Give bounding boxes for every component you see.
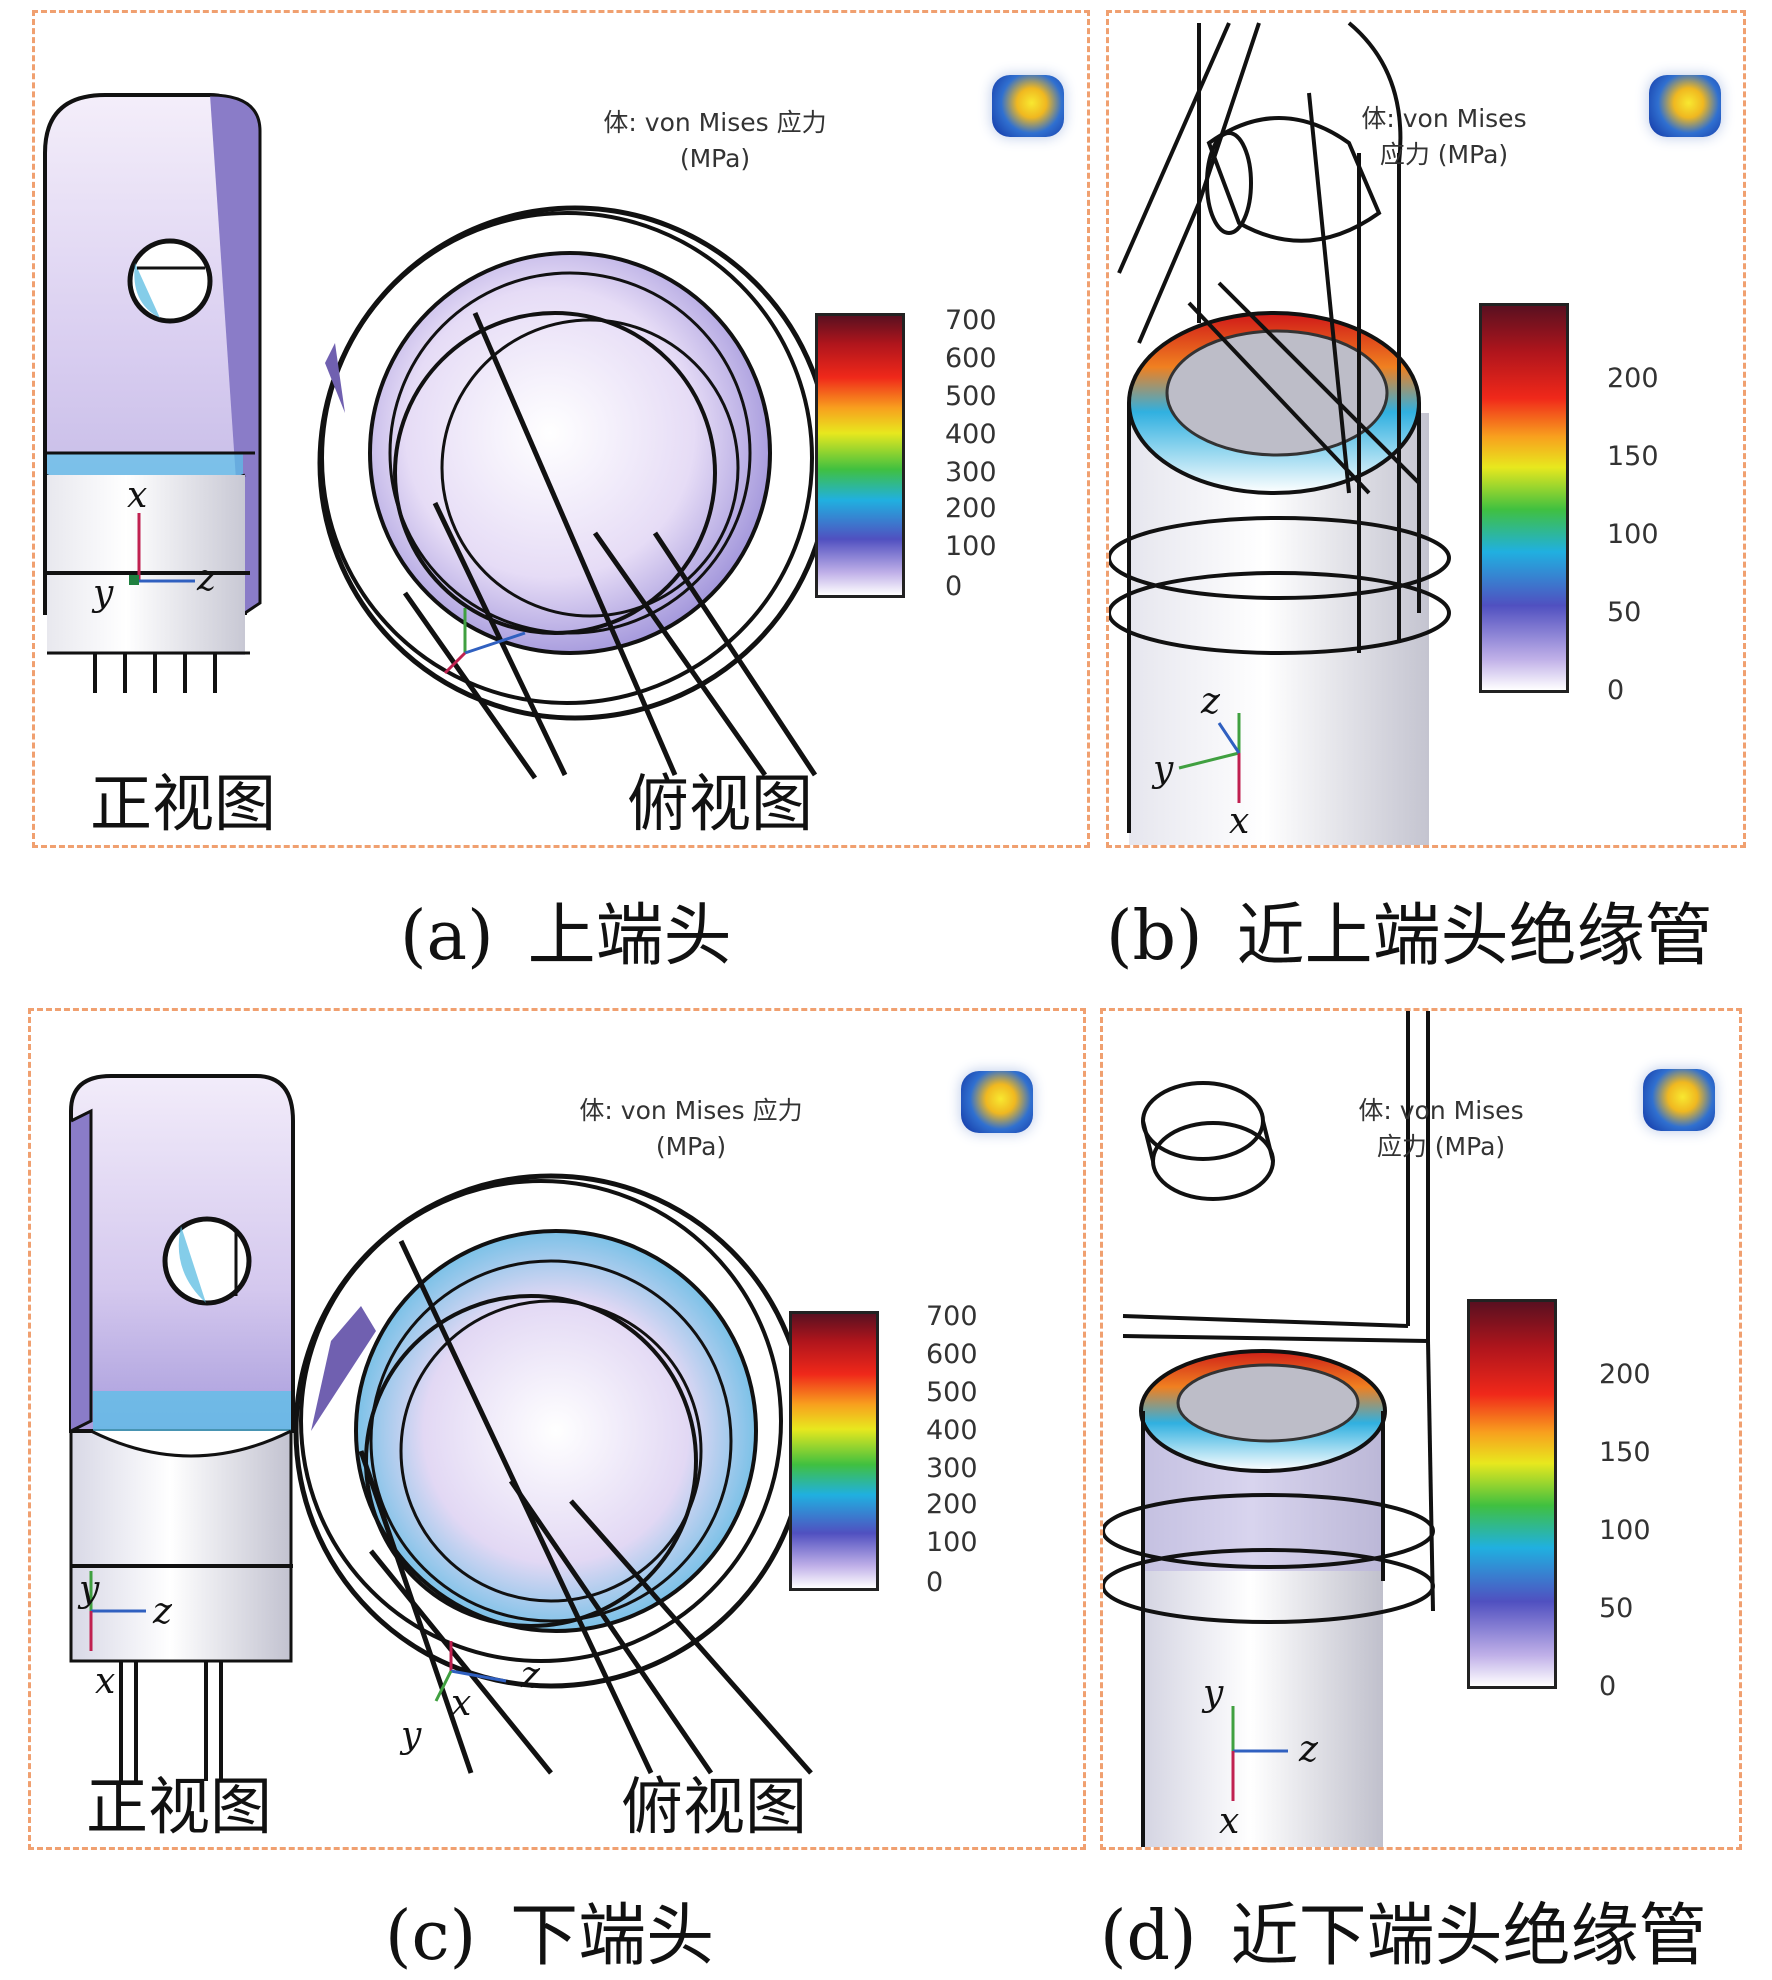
legend-title-text: 体: von Mises 应力 bbox=[603, 108, 827, 137]
axis-z-label: z bbox=[521, 1655, 540, 1696]
colorbar bbox=[789, 1311, 879, 1591]
axis-x-label: x bbox=[1229, 801, 1250, 842]
front-view-model bbox=[43, 93, 262, 693]
tick-label: 100 bbox=[1607, 519, 1659, 550]
tick-label: 600 bbox=[926, 1339, 978, 1370]
tick-label: 50 bbox=[1599, 1593, 1634, 1624]
front-view-label: 正视图 bbox=[86, 1770, 273, 1843]
tick-label: 500 bbox=[926, 1377, 978, 1408]
caption-d: (d) 近下端头绝缘管 bbox=[1100, 1880, 1707, 1979]
tick-label: 700 bbox=[926, 1301, 978, 1332]
panel-b-drawing bbox=[1109, 21, 1451, 845]
tick-label: 200 bbox=[1607, 363, 1659, 394]
tick-label: 0 bbox=[926, 1567, 944, 1598]
colorbar bbox=[815, 313, 905, 598]
top-view-label: 俯视图 bbox=[627, 767, 814, 840]
caption-text: 近下端头绝缘管 bbox=[1230, 1897, 1707, 1976]
axis-x-label: x bbox=[127, 475, 148, 516]
legend-title: 体: von Mises 应力 (MPa) bbox=[1311, 1093, 1571, 1165]
tick-label: 400 bbox=[926, 1415, 978, 1446]
axis-x-label: x bbox=[451, 1683, 472, 1724]
legend-title-text: 体: von Mises bbox=[1361, 104, 1527, 133]
tick-label: 200 bbox=[945, 493, 997, 524]
tick-label: 0 bbox=[945, 571, 963, 602]
legend-title: 体: von Mises 应力 (MPa) bbox=[541, 1093, 841, 1165]
top-view-label: 俯视图 bbox=[621, 1770, 808, 1843]
tick-label: 300 bbox=[945, 457, 997, 488]
axis-z-label: z bbox=[1299, 1729, 1318, 1770]
tick-label: 100 bbox=[945, 531, 997, 562]
tick-label: 100 bbox=[1599, 1515, 1651, 1546]
front-view-label: 正视图 bbox=[90, 767, 277, 840]
legend-title: 体: von Mises 应力 (MPa) bbox=[565, 105, 865, 177]
axis-z-label: z bbox=[197, 558, 216, 599]
colorbar bbox=[1479, 303, 1569, 693]
comsol-logo-icon bbox=[961, 1071, 1033, 1133]
caption-text: 近上端头绝缘管 bbox=[1236, 897, 1713, 976]
tick-label: 150 bbox=[1607, 441, 1659, 472]
caption-text: 下端头 bbox=[510, 1897, 715, 1976]
legend-title-text: 体: von Mises 应力 bbox=[579, 1096, 803, 1125]
caption-text: 上端头 bbox=[527, 897, 732, 976]
panel-c-drawing bbox=[69, 1074, 813, 1781]
front-view-model bbox=[69, 1074, 295, 1781]
caption-label: (c) bbox=[385, 1897, 477, 1976]
axis-z-label: z bbox=[1201, 681, 1220, 722]
top-view-model bbox=[293, 1173, 813, 1775]
comsol-logo-icon bbox=[1649, 75, 1721, 137]
caption-label: (d) bbox=[1100, 1897, 1197, 1976]
tick-label: 200 bbox=[1599, 1359, 1651, 1390]
axis-x-label: x bbox=[95, 1661, 116, 1702]
caption-a: (a) 上端头 bbox=[400, 880, 732, 979]
colorbar bbox=[1467, 1299, 1557, 1689]
tick-label: 0 bbox=[1599, 1671, 1617, 1702]
panel-b: 体: von Mises 应力 (MPa) 200 150 100 50 0 z… bbox=[1106, 10, 1746, 848]
tick-label: 150 bbox=[1599, 1437, 1651, 1468]
tick-label: 50 bbox=[1607, 597, 1642, 628]
legend-unit-text: 应力 (MPa) bbox=[1376, 1132, 1506, 1161]
tick-label: 200 bbox=[926, 1489, 978, 1520]
caption-c: (c) 下端头 bbox=[385, 1880, 714, 1979]
tick-label: 500 bbox=[945, 381, 997, 412]
panel-c: 体: von Mises 应力 (MPa) 700 600 500 400 30… bbox=[28, 1008, 1086, 1850]
caption-label: (a) bbox=[400, 897, 494, 976]
legend-unit-text: (MPa) bbox=[679, 144, 751, 173]
panel-d-drawing bbox=[1103, 1011, 1435, 1847]
comsol-logo-icon bbox=[992, 75, 1064, 137]
legend-unit-text: (MPa) bbox=[655, 1132, 727, 1161]
axis-y-label: y bbox=[1203, 1673, 1224, 1714]
legend-title: 体: von Mises 应力 (MPa) bbox=[1314, 101, 1574, 173]
axis-y-label: y bbox=[401, 1715, 422, 1756]
axis-y-label: y bbox=[79, 1569, 100, 1610]
tick-label: 100 bbox=[926, 1527, 978, 1558]
tick-label: 600 bbox=[945, 343, 997, 374]
panel-a-drawing bbox=[43, 93, 833, 780]
panel-d: 体: von Mises 应力 (MPa) 200 150 100 50 0 y… bbox=[1100, 1008, 1742, 1850]
caption-b: (b) 近上端头绝缘管 bbox=[1106, 880, 1713, 979]
tick-label: 400 bbox=[945, 419, 997, 450]
panel-a: 体: von Mises 应力 (MPa) 700 600 500 400 30… bbox=[32, 10, 1090, 848]
legend-title-text: 体: von Mises bbox=[1358, 1096, 1524, 1125]
comsol-logo-icon bbox=[1643, 1069, 1715, 1131]
tick-label: 0 bbox=[1607, 675, 1625, 706]
tick-label: 700 bbox=[945, 305, 997, 336]
legend-unit-text: 应力 (MPa) bbox=[1379, 140, 1509, 169]
axis-z-label: z bbox=[153, 1591, 172, 1632]
caption-label: (b) bbox=[1106, 897, 1203, 976]
axis-y-label: y bbox=[93, 573, 114, 614]
axis-x-label: x bbox=[1219, 1801, 1240, 1842]
tick-label: 300 bbox=[926, 1453, 978, 1484]
axis-y-label: y bbox=[1153, 749, 1174, 790]
top-view-model bbox=[317, 205, 833, 780]
